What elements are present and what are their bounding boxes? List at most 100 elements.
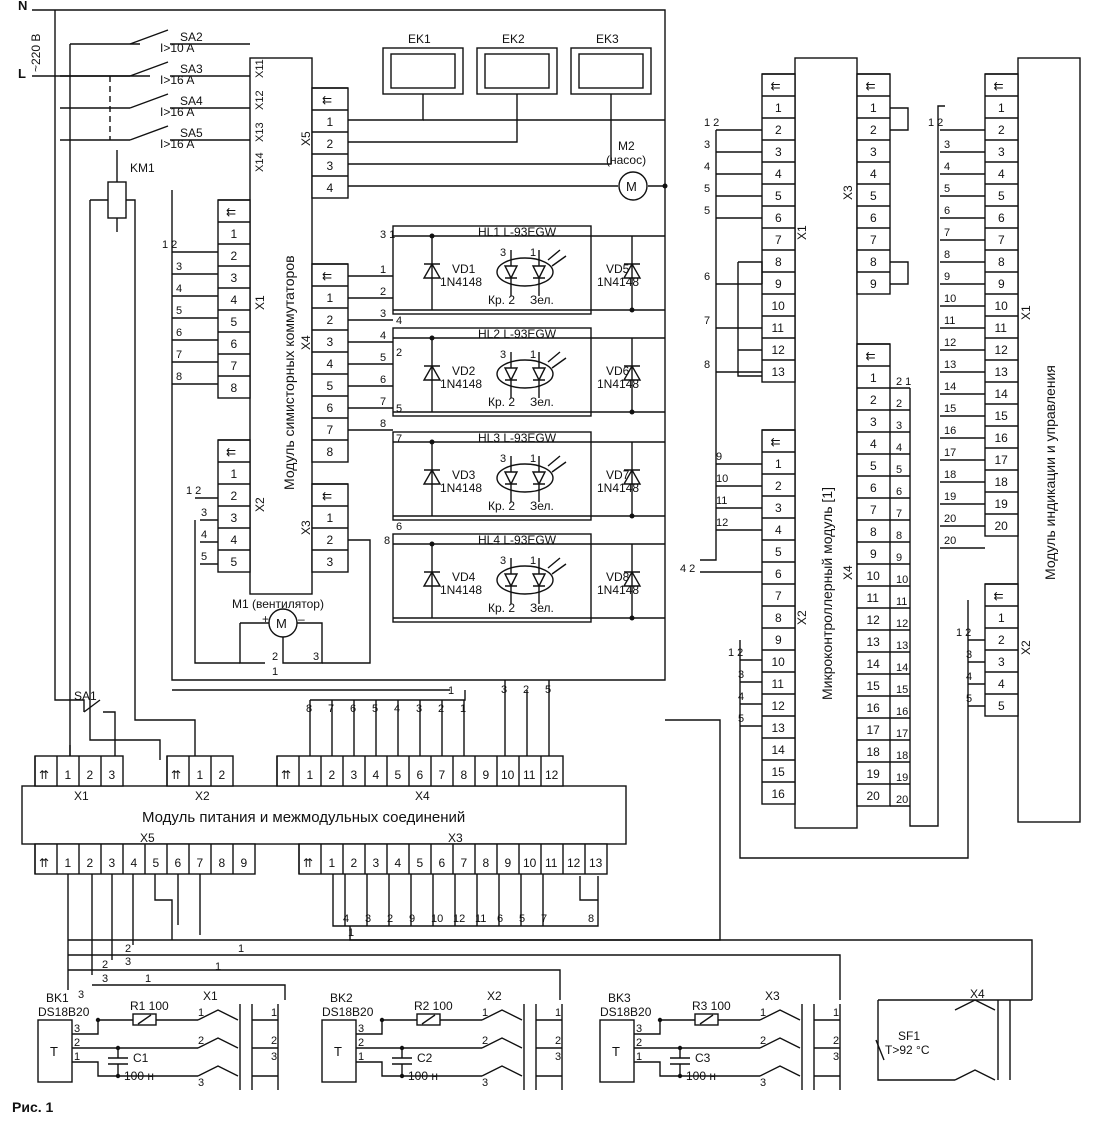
connector-icon: ⇇ bbox=[226, 445, 236, 459]
svg-text:1: 1 bbox=[448, 685, 454, 697]
switch-name: SA5 bbox=[180, 126, 203, 140]
wire-label: 8 bbox=[306, 703, 312, 715]
svg-text:3: 3 bbox=[500, 247, 506, 259]
sensor-connector-label: X1 bbox=[203, 989, 218, 1003]
connector-icon: ⇇ bbox=[994, 79, 1004, 93]
diode-type: 1N4148 bbox=[440, 377, 482, 391]
diode-label: VD2 bbox=[452, 364, 476, 378]
pin-number: 1 bbox=[307, 768, 314, 782]
svg-text:10: 10 bbox=[716, 473, 728, 485]
svg-text:8: 8 bbox=[384, 535, 390, 547]
svg-text:3: 3 bbox=[380, 308, 386, 320]
mcu-x4-label: X4 bbox=[841, 565, 855, 580]
triac-top-pin: X11 bbox=[254, 59, 266, 78]
pin-number: 2 bbox=[870, 393, 877, 407]
svg-text:1: 1 bbox=[833, 1007, 839, 1019]
connector-icon: ⇈ bbox=[281, 768, 291, 782]
svg-text:3: 3 bbox=[176, 261, 182, 273]
svg-text:3: 3 bbox=[500, 453, 506, 465]
pump-name: M2 bbox=[618, 139, 635, 153]
wire-label: 11 bbox=[475, 913, 486, 925]
pin-number: 8 bbox=[461, 768, 468, 782]
svg-text:1: 1 bbox=[358, 1051, 364, 1063]
svg-text:1: 1 bbox=[348, 927, 354, 939]
svg-text:18: 18 bbox=[944, 469, 956, 481]
switch-name: SA3 bbox=[180, 62, 203, 76]
pin-number: 7 bbox=[775, 233, 782, 247]
pin-number: 13 bbox=[772, 365, 786, 379]
diode-label: VD8 bbox=[606, 570, 630, 584]
diode-label: VD1 bbox=[452, 262, 476, 276]
pin-number: 1 bbox=[231, 467, 238, 481]
pin-number: 10 bbox=[523, 856, 537, 870]
pin-number: 4 bbox=[870, 437, 877, 451]
svg-text:1 2: 1 2 bbox=[728, 647, 743, 659]
pin-number: 7 bbox=[439, 768, 446, 782]
capacitor-label: C3 bbox=[695, 1051, 711, 1065]
pin-number: 17 bbox=[867, 723, 881, 737]
svg-text:3: 3 bbox=[78, 989, 84, 1001]
pin-number: 10 bbox=[501, 768, 515, 782]
sa1-switch: SA1 bbox=[69, 689, 116, 760]
svg-text:4: 4 bbox=[176, 283, 182, 295]
pin-number: 12 bbox=[567, 856, 581, 870]
svg-text:1: 1 bbox=[530, 555, 536, 567]
pin-number: 5 bbox=[395, 768, 402, 782]
pump-desc: (насос) bbox=[606, 153, 646, 167]
diode-type: 1N4148 bbox=[597, 275, 639, 289]
svg-text:3: 3 bbox=[482, 1077, 488, 1089]
ind-module-body bbox=[1017, 57, 1081, 823]
pin-number: 2 bbox=[329, 768, 336, 782]
pin-number: 1 bbox=[327, 511, 334, 525]
pin-number: 2 bbox=[231, 489, 238, 503]
km1-coil: KM1 bbox=[89, 150, 196, 760]
svg-text:5: 5 bbox=[704, 183, 710, 195]
capacitor-label: C1 bbox=[133, 1051, 149, 1065]
wire-label: 5 bbox=[519, 913, 525, 925]
diode-label: VD7 bbox=[606, 468, 630, 482]
sf1-thermostat: SF1 T>92 °C X4 bbox=[875, 987, 1032, 1081]
svg-text:15: 15 bbox=[896, 684, 908, 696]
svg-text:6: 6 bbox=[704, 271, 710, 283]
svg-text:6: 6 bbox=[396, 521, 402, 533]
pin-number: 10 bbox=[867, 569, 881, 583]
pin-number: 18 bbox=[867, 745, 881, 759]
pin-number: 12 bbox=[772, 343, 786, 357]
svg-text:1 2: 1 2 bbox=[704, 117, 719, 129]
power-x1-label: X1 bbox=[74, 789, 89, 803]
svg-text:2: 2 bbox=[271, 1035, 277, 1047]
svg-text:8: 8 bbox=[896, 530, 902, 542]
svg-text:1: 1 bbox=[238, 943, 244, 955]
svg-text:5: 5 bbox=[176, 305, 182, 317]
pin-number: 1 bbox=[327, 115, 334, 129]
svg-text:10: 10 bbox=[944, 293, 956, 305]
pin-number: 7 bbox=[197, 856, 204, 870]
power-x3-label: X3 bbox=[448, 831, 463, 845]
pin-number: 1 bbox=[327, 291, 334, 305]
svg-text:4: 4 bbox=[944, 161, 950, 173]
wire-label: 10 bbox=[431, 913, 443, 925]
pin-number: 2 bbox=[351, 856, 358, 870]
svg-text:2: 2 bbox=[523, 684, 529, 696]
pin-number: 9 bbox=[505, 856, 512, 870]
pin-number: 1 bbox=[870, 101, 877, 115]
svg-text:3: 3 bbox=[500, 555, 506, 567]
svg-text:3: 3 bbox=[944, 139, 950, 151]
capacitor-value: 100 н bbox=[686, 1069, 716, 1083]
power-x2-label: X2 bbox=[195, 789, 210, 803]
svg-text:4: 4 bbox=[738, 691, 744, 703]
sf1-connector-label: X4 bbox=[970, 987, 985, 1001]
svg-text:2: 2 bbox=[636, 1037, 642, 1049]
pin-number: 11 bbox=[523, 768, 536, 782]
pin-number: 1 bbox=[329, 856, 336, 870]
led-label: HL2 L-93EGW bbox=[478, 327, 557, 341]
pin-number: 11 bbox=[867, 591, 880, 605]
svg-text:1: 1 bbox=[530, 349, 536, 361]
